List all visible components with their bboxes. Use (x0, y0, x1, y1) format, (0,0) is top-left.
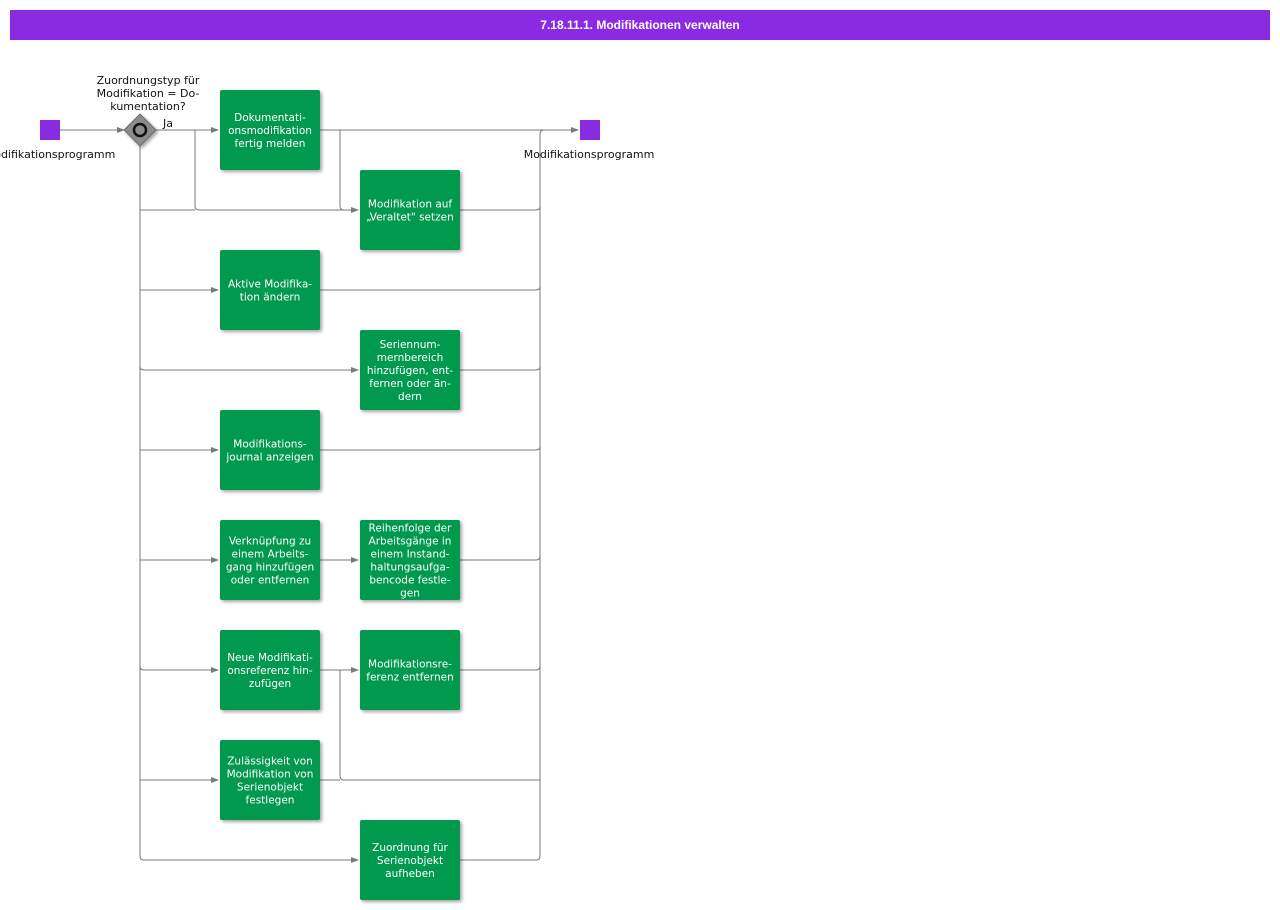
task-shape (360, 330, 460, 410)
task-shape (360, 630, 460, 710)
task-label: Zuordnung für (372, 842, 448, 854)
gateway-question-label: kumentation? (110, 100, 186, 113)
page-title: 7.18.11.1. Modifikationen verwalten (10, 10, 1270, 40)
task-label: Dokumentati- (234, 112, 306, 124)
task-label: fernen oder än- (369, 378, 451, 390)
task-label: Serienobjekt (237, 782, 303, 794)
task-label: bencode festle- (369, 575, 451, 587)
task-label: Aktive Modifika- (228, 279, 312, 291)
connector (460, 665, 541, 671)
task-shape (220, 90, 320, 170)
task-shape (220, 520, 320, 600)
connector (460, 555, 541, 561)
task-label: einem Arbeits- (232, 549, 309, 561)
connector (139, 365, 359, 373)
connector (139, 665, 219, 673)
task-shape (220, 630, 320, 710)
task-label: Modifikation von (227, 769, 314, 781)
task-label: festlegen (246, 795, 295, 807)
task-box: Modifikations-journal anzeigen (220, 410, 320, 490)
task-label: aufheben (385, 868, 435, 880)
task-label: Modifikation auf (368, 199, 453, 211)
connector (460, 855, 541, 861)
task-label: Serienobjekt (377, 855, 443, 867)
start-event (40, 120, 60, 140)
task-label: Modifikations- (233, 439, 307, 451)
connector (460, 365, 541, 371)
task-label: Arbeitsgänge in (369, 536, 452, 548)
gateway-question-label: Modifikation = Do- (97, 87, 200, 100)
connector (194, 130, 359, 213)
task-label: haltungsaufga- (370, 562, 449, 574)
task-label: gen (400, 588, 420, 600)
task-box: Modifikationsre-ferenz entfernen (360, 630, 460, 710)
task-shape (360, 520, 460, 600)
task-label: dern (398, 391, 422, 403)
task-label: einem Instand- (371, 549, 450, 561)
task-label: journal anzeigen (225, 452, 313, 464)
gateway (123, 113, 157, 147)
start-event-label: Modifikationsprogramm (0, 148, 115, 161)
task-label: onsmodifikation (228, 125, 312, 137)
task-label: mernbereich (377, 352, 444, 364)
connector (339, 670, 540, 781)
task-label: Modifikationsre- (368, 659, 452, 671)
task-shape (220, 410, 320, 490)
task-label: Verknüpfung zu (229, 536, 311, 548)
task-label: zufügen (249, 678, 291, 690)
task-label: gang hinzufügen (226, 562, 314, 574)
connector (339, 130, 358, 211)
gateway-question-label: Zuordnungstyp für (97, 74, 200, 87)
task-box: Modifikation auf„Veraltet" setzen (360, 170, 460, 250)
connector-spine (139, 146, 359, 863)
end-event (580, 120, 600, 140)
task-shape (220, 250, 320, 330)
connector (320, 445, 541, 451)
connector-lines (60, 127, 579, 863)
task-label: oder entfernen (231, 575, 310, 587)
task-label: Zulässigkeit von (227, 756, 313, 768)
task-label: onsreferenz hin- (227, 665, 313, 677)
task-label: Neue Modifikati- (227, 652, 313, 664)
task-label: Seriennum- (380, 339, 441, 351)
task-label: „Veraltet" setzen (366, 212, 454, 224)
gateway-marker-icon (132, 122, 148, 138)
task-label: Reihenfolge der (369, 523, 453, 535)
task-shape (360, 170, 460, 250)
task-box: Aktive Modifika-tion ändern (220, 250, 320, 330)
task-shape (360, 820, 460, 900)
task-label: fertig melden (235, 138, 306, 150)
task-label: hinzufügen, ent- (367, 365, 453, 377)
connector (460, 205, 541, 211)
task-label: ferenz entfernen (366, 672, 454, 684)
end-event-label: Modifikationsprogramm (524, 148, 655, 161)
task-label: tion ändern (240, 292, 300, 304)
gateway-yes-label: Ja (162, 117, 173, 130)
connector (320, 285, 541, 291)
task-shape (220, 740, 320, 820)
connector-collector (539, 129, 545, 856)
task-box: Neue Modifikati-onsreferenz hin-zufügen (220, 630, 320, 710)
